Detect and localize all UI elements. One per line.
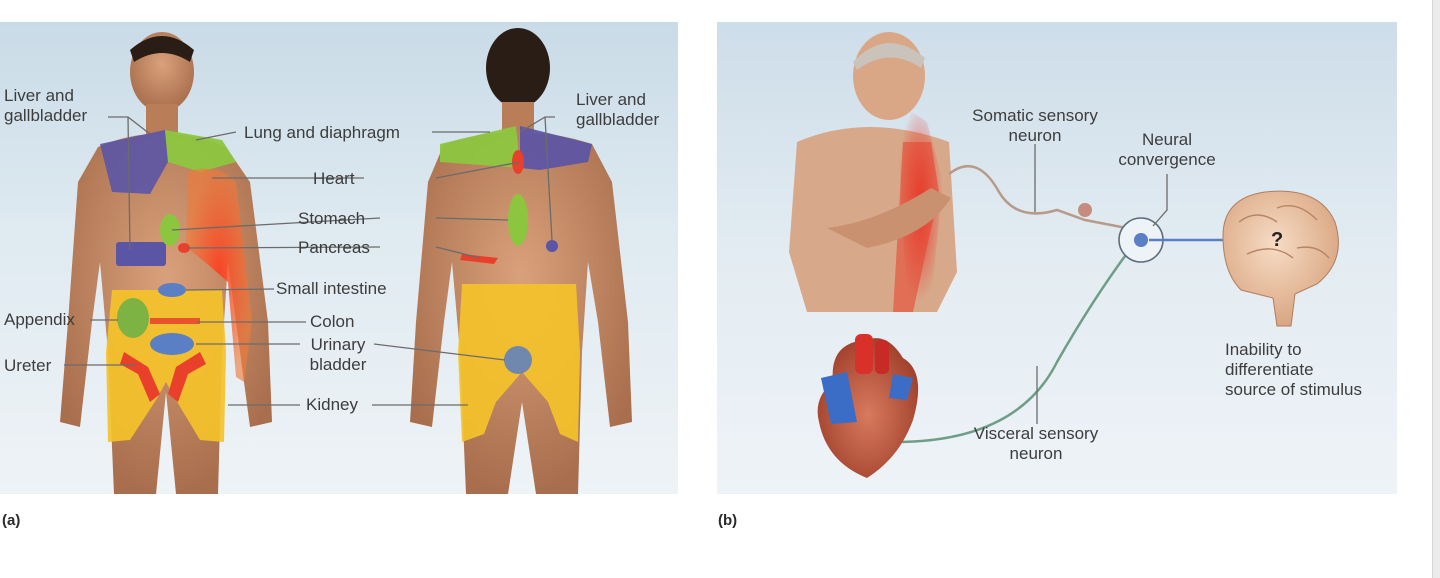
- label-liver-gallbladder-left: Liver and gallbladder: [4, 86, 88, 125]
- visceral-neuron-fiber: [894, 239, 1138, 444]
- panel-b-letter: (b): [718, 512, 738, 529]
- label-somatic-sensory-neuron: Somatic sensory neuron: [972, 106, 1098, 145]
- label-visceral-sensory-neuron: Visceral sensory neuron: [973, 424, 1099, 463]
- panel-a-letter: (a): [2, 512, 21, 529]
- neural-convergence-diagram: Somatic sensory neuron Neural convergenc…: [717, 22, 1397, 494]
- body-figures: [60, 28, 632, 494]
- convergence-illustration: [789, 32, 1339, 478]
- label-ureter: Ureter: [4, 356, 52, 375]
- label-appendix: Appendix: [4, 310, 75, 329]
- leader-lines: [64, 116, 555, 406]
- back-figure: [410, 28, 632, 494]
- label-colon: Colon: [310, 312, 355, 331]
- label-urinary-bladder: Urinary bladder: [309, 335, 367, 374]
- label-kidney: Kidney: [306, 395, 358, 414]
- front-figure: [60, 32, 272, 494]
- label-stomach: Stomach: [298, 209, 366, 228]
- label-small-intestine: Small intestine: [276, 279, 387, 298]
- leader-lines-b: [1034, 144, 1168, 424]
- label-lung-diaphragm: Lung and diaphragm: [244, 123, 400, 142]
- brain-question-mark: ?: [1271, 229, 1284, 251]
- label-liver-gallbladder-right: Liver and gallbladder: [576, 90, 660, 129]
- convergence-neuron: [1134, 233, 1148, 247]
- heart-illustration: [817, 334, 919, 478]
- somatic-neuron-cell-body: [1078, 203, 1092, 217]
- label-inability-differentiate: Inability to differentiate source of sti…: [1225, 340, 1362, 399]
- scrollbar-track[interactable]: [1432, 0, 1440, 578]
- label-neural-convergence: Neural convergence: [1118, 130, 1216, 169]
- label-heart: Heart: [313, 169, 355, 188]
- man-clutching-chest: [789, 32, 957, 312]
- referred-pain-body-map: Liver and gallbladder Liver and gallblad…: [0, 22, 678, 494]
- label-pancreas: Pancreas: [298, 238, 370, 257]
- somatic-neuron-fiber: [948, 164, 1138, 232]
- brain-illustration: [1222, 190, 1339, 327]
